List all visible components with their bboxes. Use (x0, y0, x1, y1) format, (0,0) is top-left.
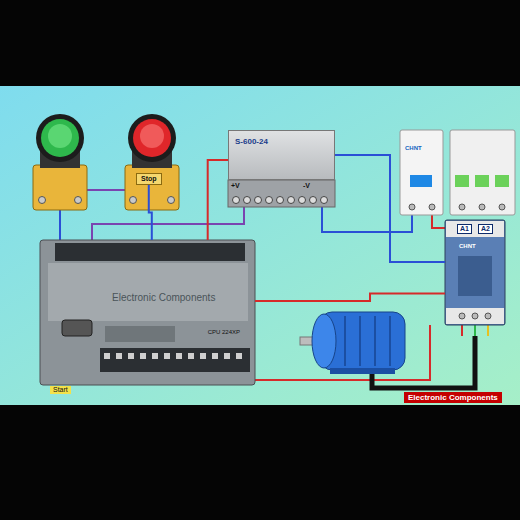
wire (59, 210, 61, 240)
wire-connector (149, 185, 152, 240)
node-text: Electronic Components (408, 393, 498, 402)
breaker-3p (450, 130, 515, 215)
psu-terminals (228, 180, 335, 207)
wire-connector (255, 294, 445, 301)
wire (86, 189, 125, 191)
node-text: A1 (457, 224, 472, 234)
watermark: Electronic Components (112, 292, 215, 303)
motor (300, 312, 405, 374)
wire-connector (208, 160, 228, 240)
light-panel (0, 86, 520, 405)
brand-tag: Electronic Components (404, 392, 502, 403)
contactor-body (445, 220, 505, 325)
node-text: S-600-24 (235, 137, 268, 146)
caption-tag: Start (50, 386, 71, 394)
brand-mark: CHNT (459, 243, 476, 250)
wire (474, 325, 476, 336)
terminal-label: -V (303, 182, 310, 190)
node-text: A2 (478, 224, 493, 234)
wire (461, 325, 463, 336)
node-text: Stop (141, 175, 157, 183)
breaker-1p (400, 130, 443, 215)
start-button (33, 114, 87, 210)
power-supply: S-600-24 (228, 130, 335, 180)
wire (92, 207, 244, 240)
wire (487, 325, 489, 336)
plc: CPU 224XP (40, 240, 255, 385)
plc-body (40, 240, 255, 385)
node-text: Start (53, 386, 68, 394)
wire-connector (335, 155, 445, 262)
terminal-label: +V (231, 182, 240, 190)
wire (432, 215, 445, 228)
contactor: A1 A2 (445, 220, 505, 325)
wire (322, 207, 412, 232)
stop-button (125, 114, 179, 210)
stop-label: Stop (136, 173, 162, 185)
node-text: CPU 224XP (206, 329, 242, 336)
brand-mark: CHNT (405, 145, 422, 152)
